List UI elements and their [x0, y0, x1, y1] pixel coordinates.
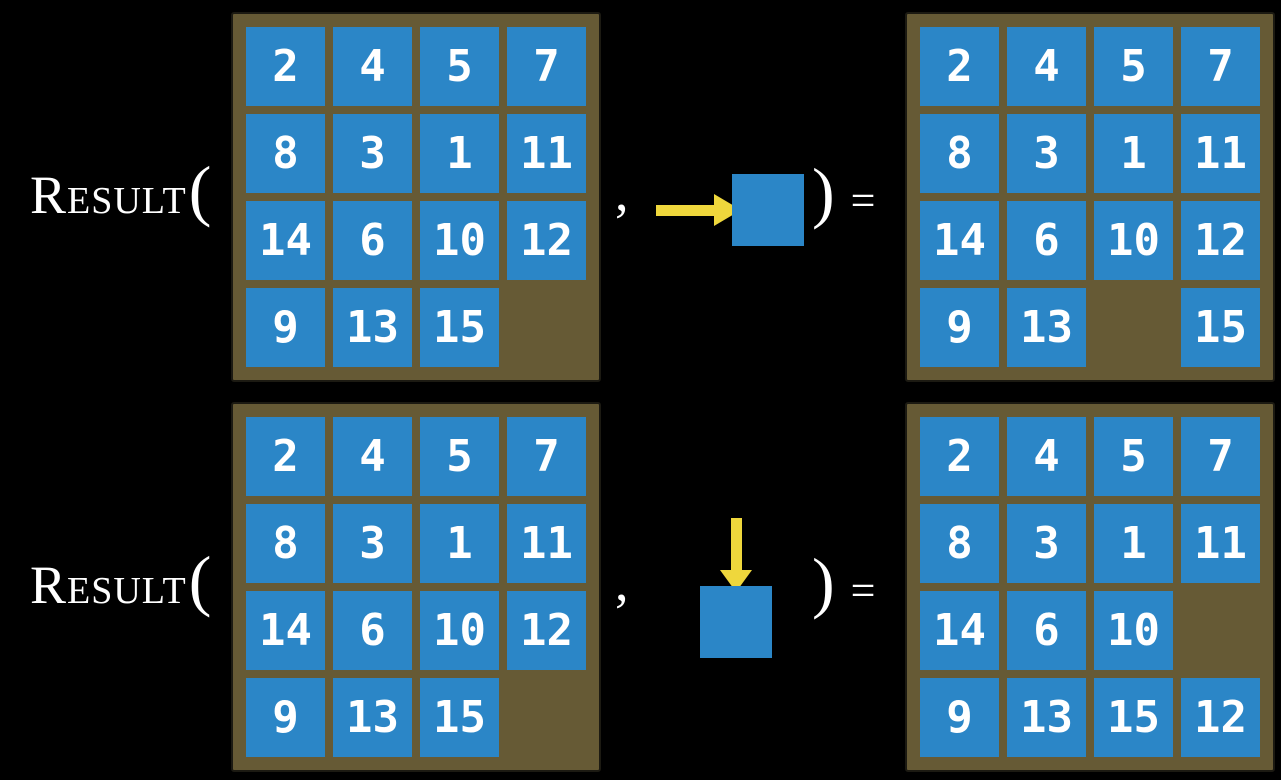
puzzle-tile: 9 [920, 678, 999, 757]
equals-sign: = [850, 176, 876, 225]
puzzle-tile: 5 [420, 417, 499, 496]
function-label: Result( [30, 156, 211, 224]
open-paren: ( [188, 152, 212, 228]
puzzle-tile: 13 [333, 678, 412, 757]
puzzle-tile: 7 [1181, 417, 1260, 496]
puzzle-tile: 9 [920, 288, 999, 367]
puzzle-tile: 15 [1181, 288, 1260, 367]
empty-cell [507, 288, 586, 367]
close-paren-equals: )= [812, 548, 875, 616]
puzzle-tile: 2 [920, 27, 999, 106]
puzzle-tile: 3 [1007, 114, 1086, 193]
open-paren: ( [188, 542, 212, 618]
puzzle-tile: 5 [1094, 27, 1173, 106]
puzzle-tile: 2 [246, 417, 325, 496]
empty-cell [507, 678, 586, 757]
puzzle-tile: 15 [420, 678, 499, 757]
action-move-down [700, 518, 772, 658]
puzzle-tile: 1 [1094, 504, 1173, 583]
puzzle-tile: 14 [246, 201, 325, 280]
puzzle-tile: 12 [507, 591, 586, 670]
puzzle-tile: 10 [1094, 201, 1173, 280]
action-move-right [656, 174, 804, 246]
puzzle-tile: 1 [420, 114, 499, 193]
equals-sign: = [850, 566, 876, 615]
arrow-right-icon [656, 194, 741, 226]
puzzle-tile: 12 [1181, 678, 1260, 757]
puzzle-tile: 7 [1181, 27, 1260, 106]
puzzle-tile: 12 [1181, 201, 1260, 280]
puzzle-tile: 4 [1007, 417, 1086, 496]
puzzle-tile: 7 [507, 417, 586, 496]
puzzle-tile: 14 [246, 591, 325, 670]
puzzle-tile: 3 [1007, 504, 1086, 583]
puzzle-tile: 11 [507, 504, 586, 583]
empty-cell [1181, 591, 1260, 670]
puzzle-tile: 4 [333, 417, 412, 496]
puzzle-tile: 15 [1094, 678, 1173, 757]
puzzle-tile: 4 [333, 27, 412, 106]
puzzle-tile: 10 [420, 591, 499, 670]
arrow-down-icon [720, 518, 752, 592]
puzzle-tile: 12 [507, 201, 586, 280]
puzzle-tile: 9 [246, 678, 325, 757]
close-paren-equals: )= [812, 158, 875, 226]
puzzle-tile: 2 [246, 27, 325, 106]
puzzle-tile: 10 [1094, 591, 1173, 670]
puzzle-tile: 11 [1181, 114, 1260, 193]
close-paren: ) [812, 544, 835, 620]
puzzle-tile: 8 [246, 504, 325, 583]
puzzle-tile: 4 [1007, 27, 1086, 106]
close-paren: ) [812, 154, 835, 230]
blank-tile-square [732, 174, 804, 246]
puzzle-tile: 6 [1007, 591, 1086, 670]
puzzle-tile: 15 [420, 288, 499, 367]
puzzle-tile: 6 [1007, 201, 1086, 280]
comma: , [615, 552, 629, 612]
puzzle-tile: 10 [420, 201, 499, 280]
puzzle-tile: 5 [1094, 417, 1173, 496]
puzzle-tile: 5 [420, 27, 499, 106]
puzzle-tile: 8 [920, 114, 999, 193]
function-name: Result [30, 165, 187, 225]
puzzle-tile: 14 [920, 591, 999, 670]
puzzle-tile: 13 [333, 288, 412, 367]
puzzle-tile: 8 [246, 114, 325, 193]
puzzle-tile: 3 [333, 114, 412, 193]
puzzle-tile: 8 [920, 504, 999, 583]
puzzle-tile: 1 [1094, 114, 1173, 193]
puzzle-tile: 6 [333, 201, 412, 280]
puzzle-tile: 2 [920, 417, 999, 496]
puzzle-tile: 1 [420, 504, 499, 583]
function-label: Result( [30, 546, 211, 614]
puzzle-tile: 3 [333, 504, 412, 583]
blank-tile-square [700, 586, 772, 658]
puzzle-tile: 13 [1007, 288, 1086, 367]
puzzle-tile: 11 [507, 114, 586, 193]
comma: , [615, 162, 629, 222]
puzzle-tile: 6 [333, 591, 412, 670]
puzzle-tile: 13 [1007, 678, 1086, 757]
puzzle-tile: 7 [507, 27, 586, 106]
puzzle-tile: 11 [1181, 504, 1260, 583]
puzzle-tile: 9 [246, 288, 325, 367]
puzzle-tile: 14 [920, 201, 999, 280]
function-name: Result [30, 555, 187, 615]
empty-cell [1094, 288, 1173, 367]
